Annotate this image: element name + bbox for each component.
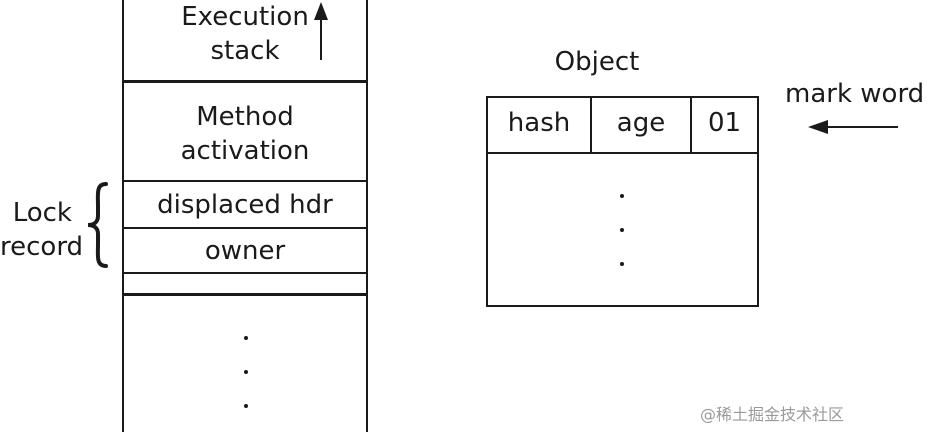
stack-divider — [123, 272, 367, 274]
stack-divider — [123, 293, 367, 296]
lock-record-label-line1: Lock — [12, 198, 72, 228]
curly-brace-icon — [87, 182, 108, 268]
ellipsis-dot — [620, 262, 624, 266]
mark-word-field-hash: hash — [507, 108, 571, 138]
ellipsis-dot — [244, 370, 248, 374]
owner-cell: owner — [204, 236, 286, 266]
left-arrow-icon — [808, 120, 898, 134]
up-arrow-icon — [314, 2, 328, 60]
object-title: Object — [554, 47, 640, 77]
execution-stack-label-line2: stack — [210, 36, 280, 66]
ellipsis-dot — [244, 404, 248, 408]
stack-left-wall — [122, 0, 124, 432]
lock-record-label-line2: record — [0, 232, 84, 262]
mark-word-bottom-rule — [488, 152, 757, 154]
field-separator — [690, 98, 692, 152]
execution-stack-label-line1: Execution — [181, 2, 309, 32]
ellipsis-dot — [620, 228, 624, 232]
mark-word-field-lock-bits: 01 — [707, 108, 742, 138]
method-activation-line1: Method — [196, 102, 294, 132]
mark-word-field-age: age — [616, 108, 666, 138]
stack-divider — [123, 180, 367, 182]
ellipsis-dot — [620, 194, 624, 198]
method-activation-line2: activation — [180, 136, 310, 166]
ellipsis-dot — [244, 336, 248, 340]
object-box: hash age 01 — [486, 96, 759, 307]
watermark: @稀土掘金技术社区 — [700, 405, 845, 424]
stack-divider — [123, 80, 367, 83]
stack-divider — [123, 227, 367, 229]
stack-right-wall — [366, 0, 368, 432]
lock-record-label: Lock record — [0, 196, 84, 264]
displaced-hdr-cell: displaced hdr — [157, 190, 333, 220]
field-separator — [590, 98, 592, 152]
mark-word-label: mark word — [785, 79, 925, 109]
